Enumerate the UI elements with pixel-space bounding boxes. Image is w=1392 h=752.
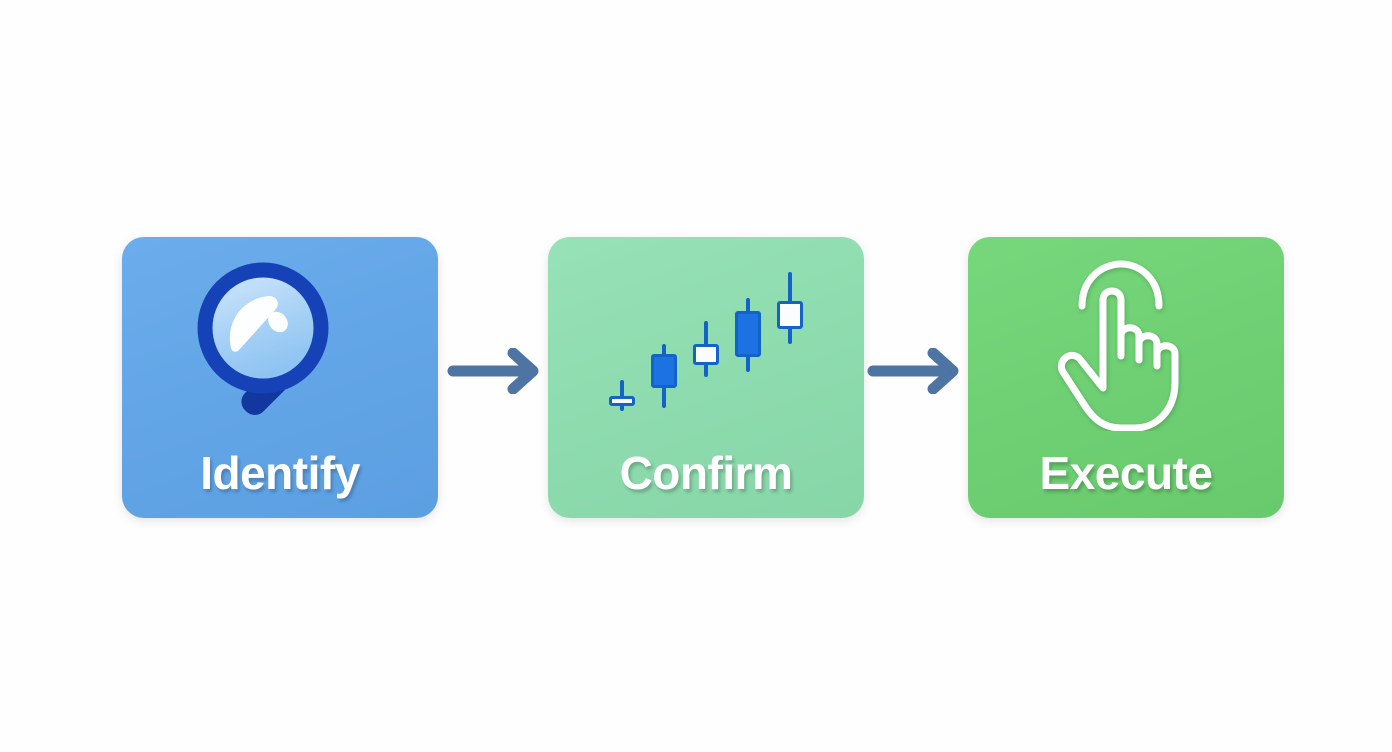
confirm-icon-slot (548, 251, 864, 436)
candlestick-2 (651, 264, 677, 424)
step-label-identify: Identify (200, 447, 360, 499)
candle-wick (620, 379, 624, 411)
candle-body (735, 310, 761, 357)
step-label-confirm: Confirm (619, 447, 793, 499)
candle-body (777, 300, 803, 329)
step-label-execute: Execute (1039, 447, 1213, 499)
candlestick-3 (693, 264, 719, 424)
candle-body (651, 354, 677, 388)
candlestick-5 (777, 264, 803, 424)
connector-arrow-2 (867, 347, 963, 395)
magnifier-icon (197, 262, 329, 416)
candle-body (609, 395, 635, 406)
identify-icon-slot (122, 251, 438, 436)
candle-body (693, 344, 719, 365)
step-card-execute[interactable]: Execute (968, 237, 1284, 518)
arrow-right-icon (867, 347, 959, 395)
execute-icon-slot (968, 251, 1284, 436)
connector-arrow-1 (447, 347, 543, 395)
tap-hand-icon (1058, 260, 1179, 431)
candlestick-4 (735, 264, 761, 424)
step-card-confirm[interactable]: Confirm (548, 237, 864, 518)
candlestick-1 (609, 264, 635, 424)
candlestick-chart-icon (601, 264, 811, 424)
arrow-right-icon (447, 347, 539, 395)
step-card-identify[interactable]: Identify (122, 237, 438, 518)
